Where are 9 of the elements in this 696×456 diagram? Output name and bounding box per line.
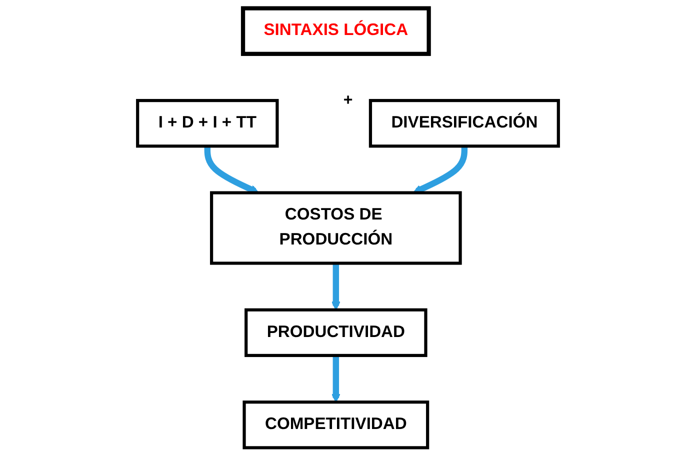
plus-sign: + — [343, 92, 353, 110]
process-box: PRODUCTIVIDAD — [244, 308, 428, 358]
process-box: SINTAXIS LÓGICA — [240, 6, 431, 56]
process-box: I + D + I + TT — [136, 98, 279, 148]
arrow — [331, 263, 340, 310]
process-box: DIVERSIFICACIÓN — [368, 98, 560, 148]
process-box: COSTOS DE PRODUCCIÓN — [210, 191, 462, 265]
process-box: COMPETITIVIDAD — [242, 400, 430, 450]
arrow — [331, 355, 340, 403]
